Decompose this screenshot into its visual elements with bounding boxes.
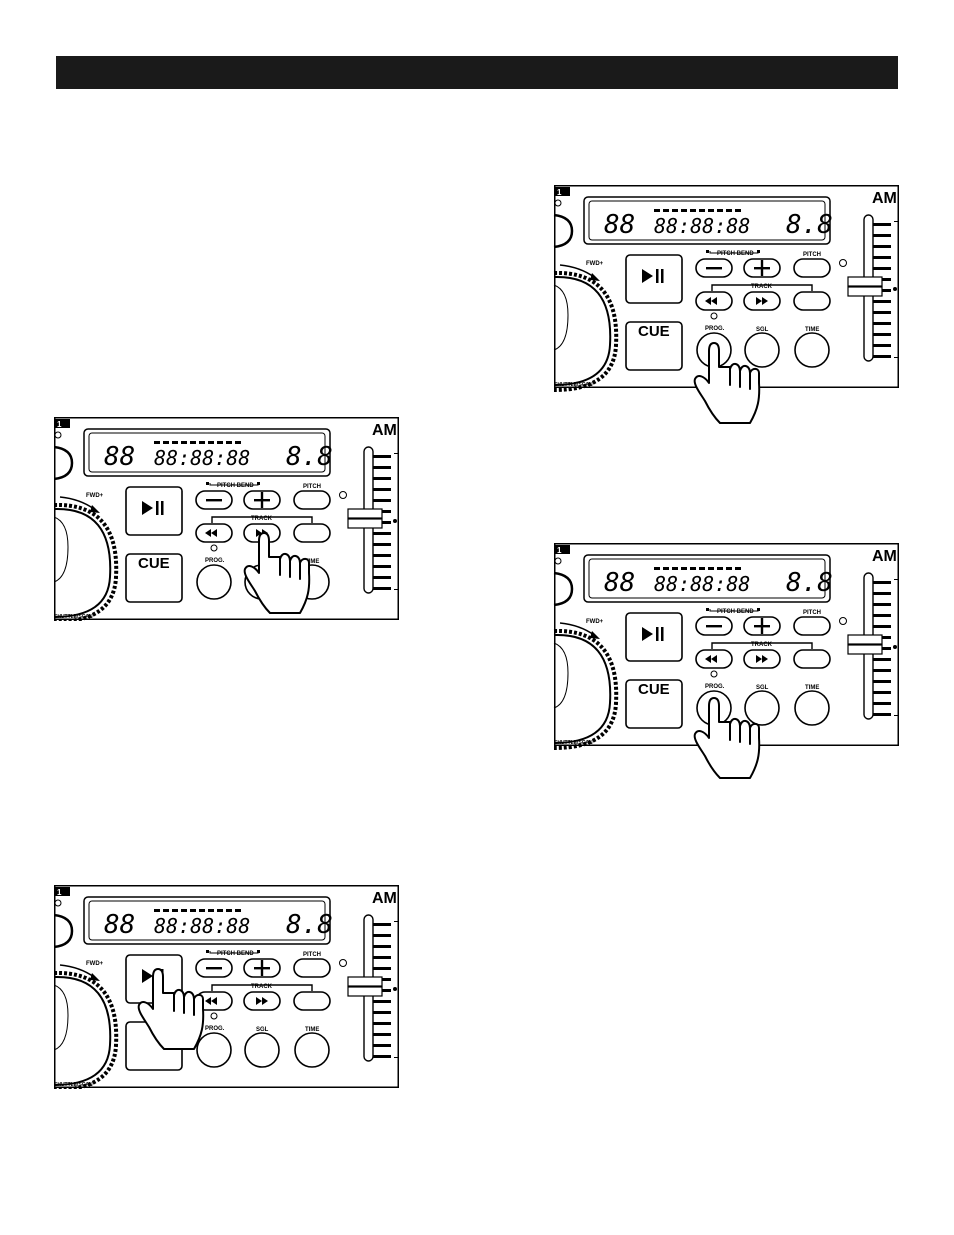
sgl-label: SGL: [256, 1027, 269, 1033]
display-right: 8.8: [786, 568, 833, 598]
time-label: TIME: [305, 559, 319, 565]
time-label: TIME: [805, 685, 819, 691]
shuttle-label: SHUTTLE/SCAN: [54, 614, 93, 620]
display-time: 88:88:88: [154, 914, 250, 938]
display-right: 8.8: [286, 910, 333, 940]
mode-badge: 1: [57, 888, 62, 897]
display-right: 8.8: [286, 442, 333, 472]
fwd-label: FWD+: [586, 261, 604, 267]
track-label: TRACK: [751, 642, 773, 648]
display-time: 88:88:88: [654, 572, 750, 596]
fwd-label: FWD+: [586, 619, 604, 625]
sgl-label: SGL: [756, 685, 769, 691]
pitch-bend-label: PITCH BEND: [217, 951, 254, 957]
display-track: 88: [604, 568, 635, 598]
cue-label: CUE: [638, 681, 670, 698]
brand-logo: AM: [372, 422, 397, 439]
figure-track-next: 1 AM 88 88:88:88 8.8 FWD+ PITCH BEND PIT…: [54, 417, 400, 621]
brand-logo: AM: [872, 190, 897, 207]
prog-label: PROG.: [205, 1026, 225, 1032]
shuttle-label: SHUTTLE/SCAN: [554, 382, 593, 388]
figure-play-pause: 1 AM 88 88:88:88 8.8 FWD+ PITCH BEND PIT…: [54, 885, 400, 1089]
mode-badge: 1: [557, 546, 562, 555]
pitch-label: PITCH: [803, 252, 821, 258]
shuttle-label: SHUTTLE/SCAN: [54, 1082, 93, 1088]
pitch-bend-label: PITCH BEND: [717, 251, 754, 257]
prog-label: PROG.: [705, 684, 725, 690]
display-track: 88: [104, 910, 135, 940]
pitch-bend-label: PITCH BEND: [217, 483, 254, 489]
track-label: TRACK: [251, 516, 273, 522]
display-track: 88: [604, 210, 635, 240]
pitch-bend-label: PITCH BEND: [717, 609, 754, 615]
mode-badge: 1: [557, 188, 562, 197]
pitch-label: PITCH: [303, 952, 321, 958]
fwd-label: FWD+: [86, 961, 104, 967]
shuttle-label: SHUTTLE/SCAN: [554, 740, 593, 746]
cue-label: CUE: [638, 323, 670, 340]
fwd-label: FWD+: [86, 493, 104, 499]
track-label: TRACK: [751, 284, 773, 290]
time-label: TIME: [805, 327, 819, 333]
cue-label: CUE: [138, 555, 170, 572]
mode-badge: 1: [57, 420, 62, 429]
display-right: 8.8: [786, 210, 833, 240]
time-label: TIME: [305, 1027, 319, 1033]
brand-logo: AM: [872, 548, 897, 565]
prog-label: PROG.: [205, 558, 225, 564]
header-bar: [56, 56, 898, 89]
track-label: TRACK: [251, 984, 273, 990]
sgl-label: SGL: [756, 327, 769, 333]
display-time: 88:88:88: [154, 446, 250, 470]
display-track: 88: [104, 442, 135, 472]
figure-prog-2: 1 AM 88 88:88:88 8.8 FWD+ PITCH BEND PIT…: [552, 541, 901, 779]
display-time: 88:88:88: [654, 214, 750, 238]
figure-prog-1: 1 AM 88 88:88:88 8.8 FWD+ PITCH BEND PIT…: [552, 183, 901, 424]
pitch-label: PITCH: [803, 610, 821, 616]
prog-label: PROG.: [705, 326, 725, 332]
pitch-label: PITCH: [303, 484, 321, 490]
brand-logo: AM: [372, 890, 397, 907]
